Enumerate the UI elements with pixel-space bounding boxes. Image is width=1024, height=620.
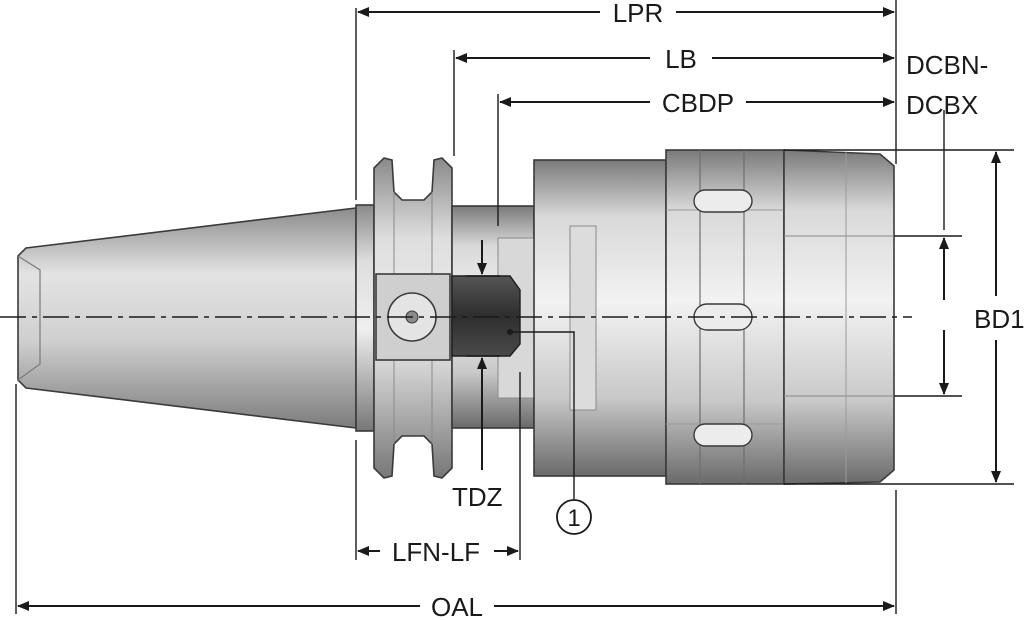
nut-slot-top xyxy=(693,189,753,213)
lb-label: LB xyxy=(665,44,697,74)
dimension-lpr: LPR xyxy=(357,0,895,28)
bd1-label: BD1 xyxy=(974,304,1024,334)
collar xyxy=(355,204,375,432)
taper-pilot xyxy=(17,255,41,381)
insert xyxy=(451,275,521,357)
cbdp-label: CBDP xyxy=(662,88,734,118)
callout-number: 1 xyxy=(567,505,580,532)
taper-shank xyxy=(17,207,357,429)
dimension-lfn-lf: LFN-LF xyxy=(357,537,519,567)
dimension-tdz: TDZ xyxy=(452,240,503,512)
dimension-dcbn-dcbx: DCBN- DCBX xyxy=(906,50,988,395)
dcbn-label: DCBN- xyxy=(906,50,988,80)
lfn-lf-label: LFN-LF xyxy=(392,537,480,567)
callout-circle xyxy=(556,499,592,535)
dimension-lb: LB xyxy=(455,44,895,74)
oal-label: OAL xyxy=(431,592,483,620)
lpr-label: LPR xyxy=(613,0,664,28)
dimension-bd1: BD1 xyxy=(974,151,1024,483)
callout-1: 1 xyxy=(507,329,592,535)
extension-lines xyxy=(15,0,1014,614)
dcbx-label: DCBX xyxy=(906,90,978,120)
tdz-label: TDZ xyxy=(452,482,503,512)
nut-slot-bottom xyxy=(693,423,753,447)
dimension-cbdp: CBDP xyxy=(499,88,895,118)
dimension-oal: OAL xyxy=(17,592,895,620)
main-body xyxy=(533,159,667,477)
